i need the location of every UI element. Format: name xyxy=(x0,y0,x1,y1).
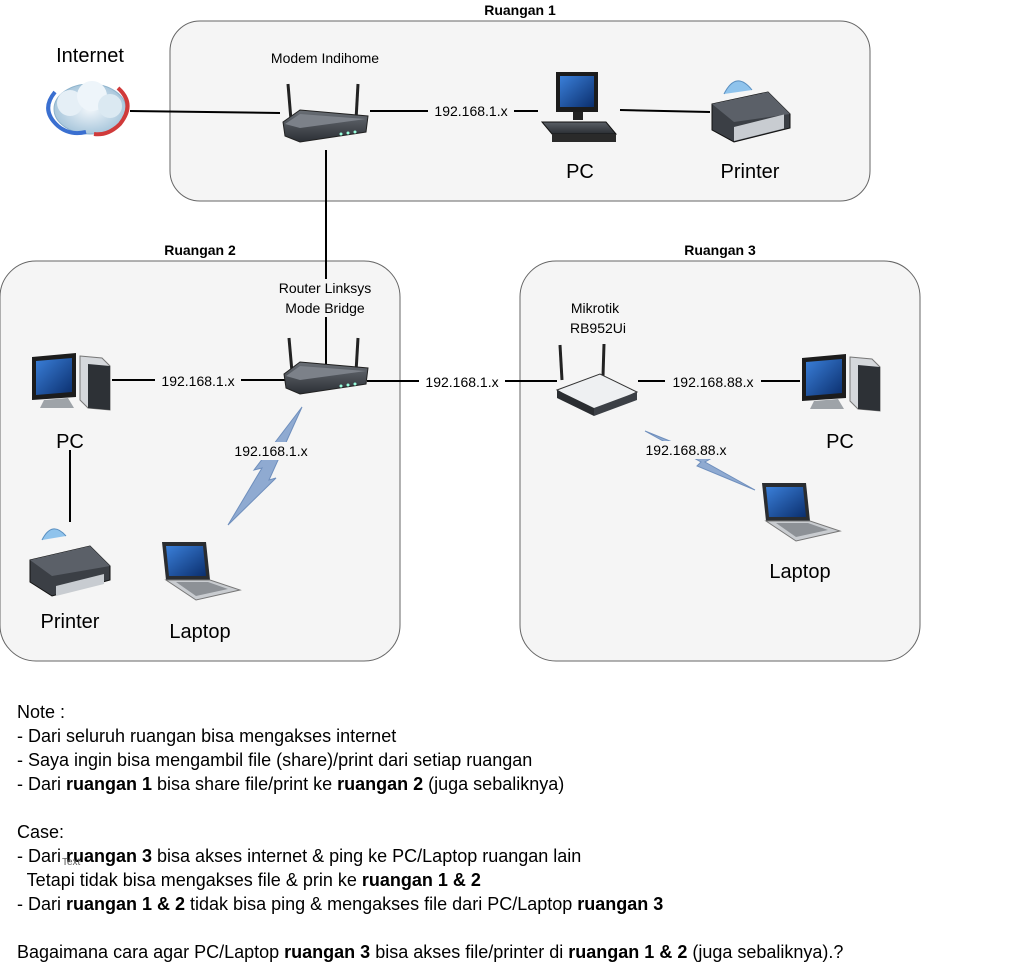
edge-labels: 192.168.1.x 192.168.1.x 192.168.1.x 192.… xyxy=(155,102,761,460)
text-run: (juga sebaliknya).? xyxy=(687,942,844,962)
linksys-label-line1: Router Linksys xyxy=(279,280,372,296)
question-line: Bagaimana cara agar PC/Laptop ruangan 3 … xyxy=(17,940,1017,964)
linksys-label-line2: Mode Bridge xyxy=(285,300,365,316)
text-run: - Dari xyxy=(17,894,66,914)
linksys-router-icon xyxy=(283,337,369,395)
note-title: Note : xyxy=(17,702,66,722)
printer-label-room1: Printer xyxy=(721,161,780,183)
text-run: - Dari xyxy=(17,846,66,866)
printer-icon-room2 xyxy=(29,528,111,597)
label-router-pc: 192.168.1.x xyxy=(161,373,234,389)
case-line-1: - Dari ruangan 3 bisa akses internet & p… xyxy=(17,844,1017,868)
mikrotik-router-icon xyxy=(555,343,639,416)
label-mikrotik-laptop: 192.168.88.x xyxy=(646,442,727,458)
note-line-3: - Dari ruangan 1 bisa share file/print k… xyxy=(17,772,1017,796)
laptop-label-room3: Laptop xyxy=(769,561,830,583)
network-diagram: Ruangan 1 Ruangan 2 Ruangan 3 192.168.1.… xyxy=(0,2,921,662)
text-run: bisa akses file/printer di xyxy=(370,942,569,962)
room-1-title: Ruangan 1 xyxy=(484,2,556,18)
emphasis-text: ruangan 3 xyxy=(284,942,371,962)
emphasis-text: ruangan 1 xyxy=(66,774,153,794)
printer-icon-room1 xyxy=(711,80,791,143)
pc-label-room3: PC xyxy=(826,431,854,453)
text-run: tidak bisa ping & mengakses file dari PC… xyxy=(185,894,578,914)
case-line-3: - Dari ruangan 1 & 2 tidak bisa ping & m… xyxy=(17,892,1017,916)
emphasis-text: ruangan 2 xyxy=(337,774,424,794)
room-2-title: Ruangan 2 xyxy=(164,242,236,258)
text-run: bisa akses internet & ping ke PC/Laptop … xyxy=(152,846,582,866)
spacer xyxy=(17,916,1017,940)
pc-icon-room3 xyxy=(802,354,881,412)
text-run: Tetapi tidak bisa mengakses file & prin … xyxy=(17,870,362,890)
internet-cloud-icon xyxy=(46,81,130,137)
stray-text-label: Text xyxy=(62,857,81,868)
mikrotik-label-line1: Mikrotik xyxy=(571,300,620,316)
label-mikrotik-pc: 192.168.88.x xyxy=(673,374,754,390)
pc-icon-room1 xyxy=(540,72,618,142)
label-router-laptop: 192.168.1.x xyxy=(234,443,307,459)
edge-internet-modem xyxy=(129,110,281,114)
mikrotik-label-line2: RB952Ui xyxy=(570,320,626,336)
edge-pc-printer-1 xyxy=(619,109,711,113)
modem-label: Modem Indihome xyxy=(271,50,379,66)
room-3-title: Ruangan 3 xyxy=(684,242,756,258)
text-run: Bagaimana cara agar PC/Laptop xyxy=(17,942,285,962)
case-title: Case: xyxy=(17,822,65,842)
emphasis-text: ruangan 3 xyxy=(66,846,153,866)
room-2-box xyxy=(0,260,401,662)
emphasis-text: ruangan 1 & 2 xyxy=(66,894,186,914)
modem-router-icon xyxy=(282,83,369,143)
label-router-mikrotik: 192.168.1.x xyxy=(425,374,498,390)
note-line-1: - Dari seluruh ruangan bisa mengakses in… xyxy=(17,726,397,746)
printer-label-room2: Printer xyxy=(41,611,100,633)
text-run: bisa share file/print ke xyxy=(152,774,338,794)
spacer xyxy=(17,796,1017,820)
laptop-icon-room2 xyxy=(162,542,242,601)
emphasis-text: ruangan 1 & 2 xyxy=(568,942,688,962)
laptop-icon-room3 xyxy=(762,483,842,542)
laptop-label-room2: Laptop xyxy=(169,621,230,643)
pc-label-room2: PC xyxy=(56,431,84,453)
notes-section: Note : - Dari seluruh ruangan bisa menga… xyxy=(17,700,1017,964)
emphasis-text: ruangan 3 xyxy=(577,894,664,914)
case-line-2: Tetapi tidak bisa mengakses file & prin … xyxy=(17,868,1017,892)
text-run: - Dari xyxy=(17,774,66,794)
label-modem-pc: 192.168.1.x xyxy=(434,103,507,119)
pc-icon-room2 xyxy=(32,353,111,411)
emphasis-text: ruangan 1 & 2 xyxy=(361,870,481,890)
text-run: (juga sebaliknya) xyxy=(423,774,565,794)
internet-label: Internet xyxy=(56,45,124,67)
wireless-link-room2 xyxy=(227,406,303,526)
note-line-2: - Saya ingin bisa mengambil file (share)… xyxy=(17,750,533,770)
pc-label-room1: PC xyxy=(566,161,594,183)
